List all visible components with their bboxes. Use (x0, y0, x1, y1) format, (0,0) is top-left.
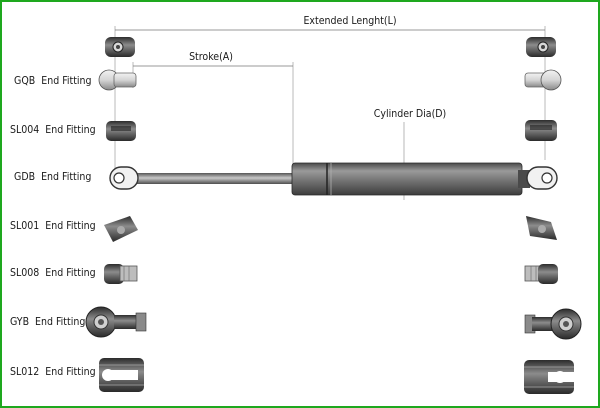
top-left-end-cap (105, 37, 135, 57)
fitting-label-gyb: GYB End Fitting (10, 316, 85, 328)
fitting-label-sl012: SL012 End Fitting (10, 366, 96, 378)
stroke-dimension (132, 62, 294, 164)
extended-length-dimension (114, 26, 546, 176)
gas-spring (109, 162, 558, 196)
fitting-label-sl004: SL004 End Fitting (10, 124, 96, 136)
sl008-fitting-left (104, 264, 138, 284)
gyb-fitting-right (524, 308, 582, 340)
gyb-fitting-left (85, 306, 147, 338)
fitting-label-gdb: GDB End Fitting (14, 171, 91, 183)
fitting-label-sl008: SL008 End Fitting (10, 267, 96, 279)
gqb-fitting-left (98, 69, 137, 91)
sl001-fitting-right (526, 216, 557, 240)
gqb-fitting-right (524, 69, 562, 91)
fitting-label-gqb: GQB End Fitting (14, 75, 92, 87)
stroke-label: Stroke(A) (189, 51, 233, 63)
extended-length-label: Extended Lenght(L) (303, 15, 396, 27)
sl001-fitting-left (104, 216, 138, 242)
sl008-fitting-right (524, 264, 558, 284)
sl012-fitting-left (99, 358, 144, 392)
cylinder-dia-label: Cylinder Dia(D) (374, 108, 446, 120)
sl012-fitting-right (524, 360, 574, 394)
sl004-fitting-right (525, 120, 557, 141)
sl004-fitting-left (106, 121, 136, 141)
top-right-end-cap (526, 37, 556, 57)
fitting-label-sl001: SL001 End Fitting (10, 220, 96, 232)
